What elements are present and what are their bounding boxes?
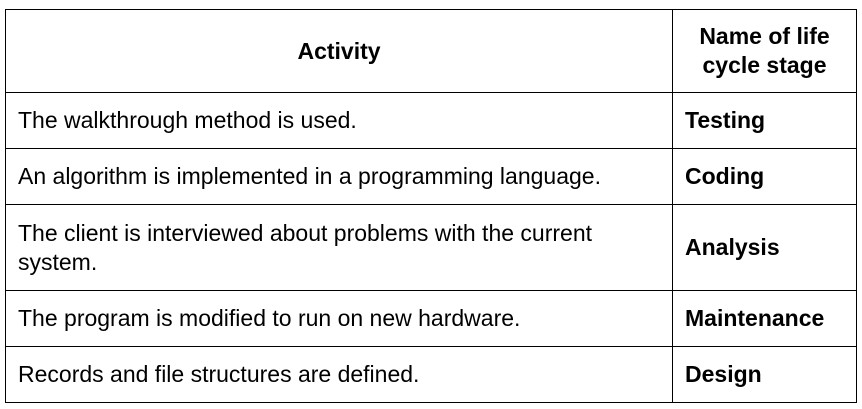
activity-cell: The program is modified to run on new ha… (5, 290, 673, 347)
header-stage: Name of life cycle stage (672, 9, 857, 93)
activity-cell: Records and file structures are defined. (5, 346, 673, 403)
table-row: An algorithm is implemented in a program… (5, 148, 857, 205)
header-activity: Activity (5, 9, 673, 93)
activity-cell: The client is interviewed about problems… (5, 204, 673, 291)
stage-cell: Testing (672, 92, 857, 149)
table-row: The client is interviewed about problems… (5, 204, 857, 291)
life-cycle-table: Activity Name of life cycle stage The wa… (5, 9, 857, 403)
stage-cell: Maintenance (672, 290, 857, 347)
stage-cell: Coding (672, 148, 857, 205)
table-row: The walkthrough method is used. Testing (5, 92, 857, 149)
activity-cell: The walkthrough method is used. (5, 92, 673, 149)
table-row: The program is modified to run on new ha… (5, 290, 857, 347)
table-header-row: Activity Name of life cycle stage (5, 9, 857, 93)
table-row: Records and file structures are defined.… (5, 346, 857, 403)
activity-cell: An algorithm is implemented in a program… (5, 148, 673, 205)
stage-cell: Analysis (672, 204, 857, 291)
stage-cell: Design (672, 346, 857, 403)
